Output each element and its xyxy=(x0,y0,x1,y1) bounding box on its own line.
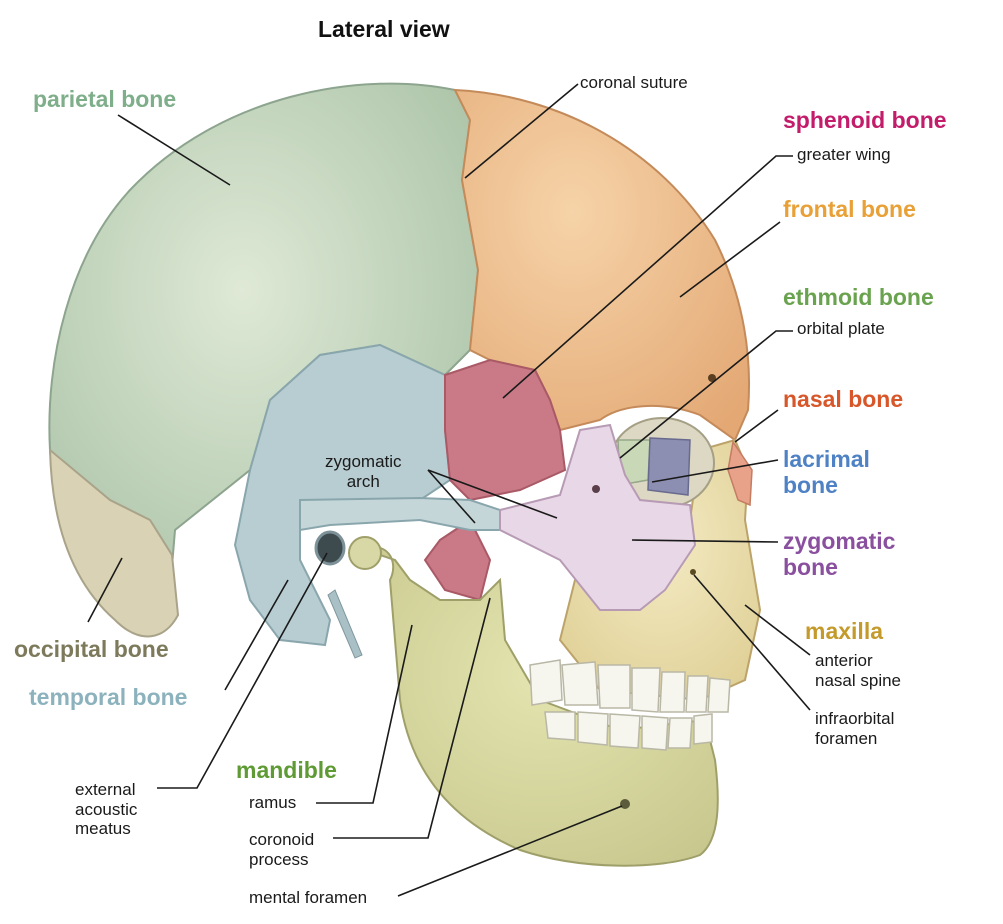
label-maxilla: maxilla xyxy=(805,618,883,644)
label-ethmoid-bone: ethmoid bone xyxy=(783,284,934,310)
label-anterior-nasal-spine: anterior nasal spine xyxy=(815,651,902,690)
label-sphenoid-bone: sphenoid bone xyxy=(783,107,947,133)
occipital-bone-shape xyxy=(48,447,180,638)
label-lacrimal-bone: lacrimal bone xyxy=(783,446,870,499)
zygomatic-bone-shape xyxy=(499,423,697,611)
label-external-acoustic-meatus: external acoustic meatus xyxy=(75,780,138,839)
label-greater-wing: greater wing xyxy=(797,145,891,164)
label-mental-foramen: mental foramen xyxy=(249,888,368,907)
label-orbital-plate: orbital plate xyxy=(797,319,885,338)
diagram-title: Lateral view xyxy=(318,16,450,42)
label-temporal-bone: temporal bone xyxy=(29,684,188,710)
label-coronal-suture: coronal suture xyxy=(580,73,688,92)
label-infraorbital-foramen: infraorbital foramen xyxy=(815,709,895,748)
lacrimal-bone-shape xyxy=(647,437,691,496)
mandible-shape xyxy=(362,546,719,867)
leader-lines xyxy=(87,83,811,897)
label-mandible: mandible xyxy=(236,757,337,783)
label-zygomatic-arch: zygomatic arch xyxy=(325,452,402,491)
sphenoid-bone-shape xyxy=(444,358,567,502)
label-parietal-bone: parietal bone xyxy=(33,86,177,112)
frontal-bone-shape xyxy=(453,88,751,442)
label-frontal-bone: frontal bone xyxy=(783,196,916,222)
label-occipital-bone: occipital bone xyxy=(14,636,169,662)
label-nasal-bone: nasal bone xyxy=(783,386,904,412)
label-coronoid-process: coronoid process xyxy=(249,830,315,869)
label-ramus: ramus xyxy=(249,793,297,812)
teeth xyxy=(529,659,731,751)
label-zygomatic-bone: zygomatic bone xyxy=(783,528,896,581)
